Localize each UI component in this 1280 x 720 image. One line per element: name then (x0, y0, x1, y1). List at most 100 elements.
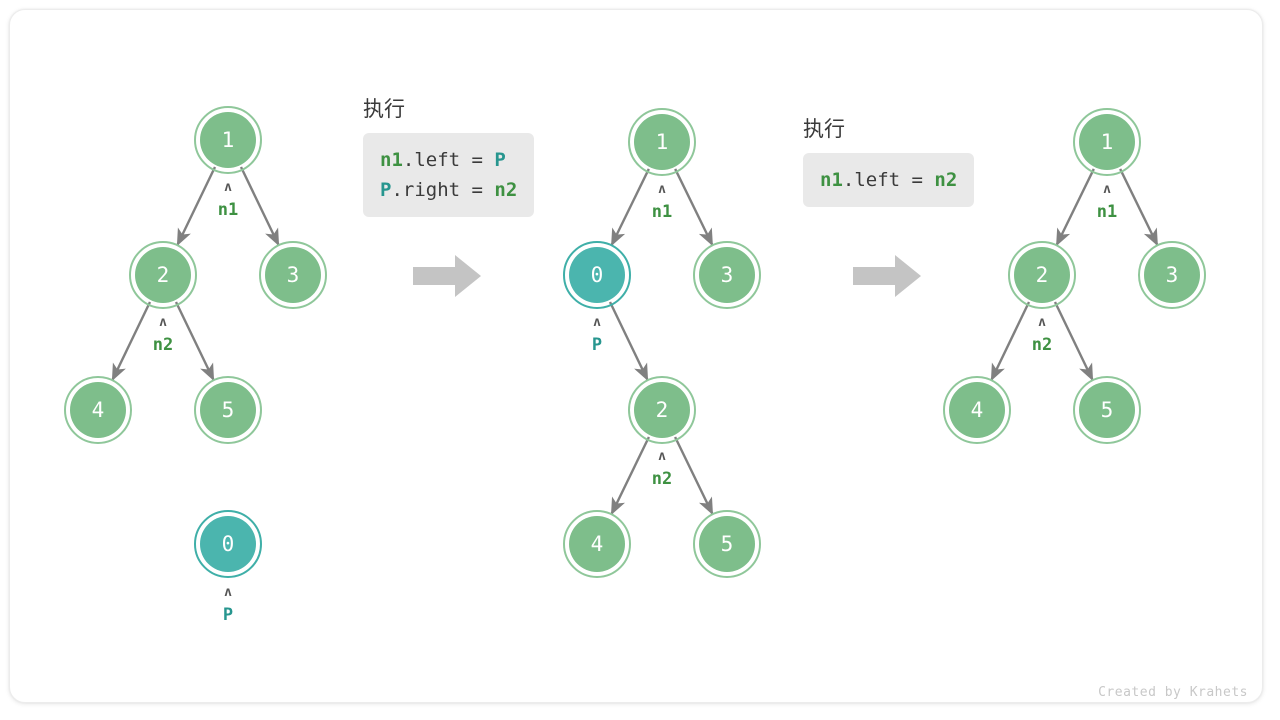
tree-node: 2 (628, 376, 696, 444)
tree-node: 0 (194, 510, 262, 578)
step-caption: 执行 (803, 118, 845, 141)
code-line: n1.left = P (380, 145, 517, 175)
tree-edge (174, 301, 215, 382)
code-line: n1.left = n2 (820, 165, 957, 195)
pointer-label-text: P (591, 335, 603, 355)
node-ring (943, 376, 1011, 444)
node-value: 3 (286, 262, 300, 287)
tree-node: 5 (1073, 376, 1141, 444)
node-ring (1073, 376, 1141, 444)
tree-edge (239, 166, 280, 247)
tree-node: 4 (563, 510, 631, 578)
step-caption: 执行 (363, 98, 405, 121)
node-value: 4 (590, 531, 604, 556)
node-ring (563, 510, 631, 578)
pointer-label: ʌ n1 (1077, 182, 1137, 222)
tree-node: 3 (1138, 241, 1206, 309)
node-ring (129, 241, 197, 309)
code-block: n1.left = n2 (803, 153, 975, 207)
code-token: n2 (934, 169, 958, 191)
code-token: n2 (494, 179, 518, 201)
node-value: 5 (1100, 397, 1114, 422)
node-value: 4 (91, 397, 105, 422)
tree-edge (176, 166, 217, 247)
tree-edge (674, 436, 714, 516)
tree-node: 4 (64, 376, 132, 444)
node-value: 5 (221, 397, 235, 422)
tree-edge (674, 168, 714, 247)
tree-node: 1 (1073, 108, 1141, 176)
node-ring (64, 376, 132, 444)
tree-edge (1055, 168, 1095, 247)
tree-node: 1 (194, 106, 262, 174)
tree-node: 1 (628, 108, 696, 176)
pointer-label-text: P (222, 605, 234, 625)
node-value: 3 (1165, 262, 1179, 287)
tree-node: 5 (693, 510, 761, 578)
node-ring (693, 241, 761, 309)
code-token: n1 (380, 149, 403, 171)
code-token: .left = (402, 149, 495, 171)
tree-edge (608, 301, 649, 382)
node-value: 2 (1035, 262, 1049, 287)
node-ring (693, 510, 761, 578)
pointer-label: ʌ n1 (198, 180, 258, 220)
caret-icon: ʌ (658, 182, 666, 197)
pointer-label-text: n1 (651, 202, 673, 222)
code-token: .right = (391, 179, 495, 201)
step-arrow-icon (853, 253, 921, 299)
pointer-label: ʌ n1 (632, 182, 692, 222)
node-value: 5 (720, 531, 734, 556)
caret-icon: ʌ (593, 315, 601, 330)
pointer-label: ʌ n2 (1012, 315, 1072, 355)
node-ring (194, 510, 262, 578)
node-value: 1 (1100, 129, 1114, 154)
code-token: .left = (842, 169, 935, 191)
tree-node: 2 (129, 241, 197, 309)
node-value: 2 (156, 262, 170, 287)
node-ring (628, 108, 696, 176)
pointer-label-text: n2 (651, 469, 673, 489)
tree-node: 5 (194, 376, 262, 444)
node-ring (194, 376, 262, 444)
footer-credit: Created by Krahets (1098, 685, 1248, 700)
node-ring (1138, 241, 1206, 309)
node-ring (563, 241, 631, 309)
tree-edge (610, 168, 650, 247)
pointer-label-text: n2 (152, 335, 174, 355)
tree-node: 3 (259, 241, 327, 309)
caret-icon: ʌ (1038, 315, 1046, 330)
code-line: P.right = n2 (380, 175, 517, 205)
tree-edge (990, 301, 1031, 382)
caret-icon: ʌ (224, 180, 232, 195)
step-arrow-icon (413, 253, 481, 299)
pointer-label-text: n2 (1031, 335, 1053, 355)
caret-icon: ʌ (1103, 182, 1111, 197)
tree-edge (1119, 168, 1159, 247)
node-ring (259, 241, 327, 309)
code-token: P (380, 179, 392, 201)
code-token: P (494, 149, 506, 171)
node-value: 2 (655, 397, 669, 422)
tree-node: 4 (943, 376, 1011, 444)
pointer-label-text: n1 (1096, 202, 1118, 222)
node-ring (194, 106, 262, 174)
node-value: 1 (221, 127, 235, 152)
node-value: 1 (655, 129, 669, 154)
tree-edge (1053, 301, 1094, 382)
step-block: 执行 n1.left = n2 (803, 116, 975, 207)
tree-edge (111, 301, 152, 382)
node-value: 3 (720, 262, 734, 287)
tree-node: 0 (563, 241, 631, 309)
code-token: n1 (820, 169, 843, 191)
tree-edge (610, 436, 650, 516)
pointer-label-text: n1 (217, 200, 239, 220)
node-value: 0 (221, 531, 235, 556)
